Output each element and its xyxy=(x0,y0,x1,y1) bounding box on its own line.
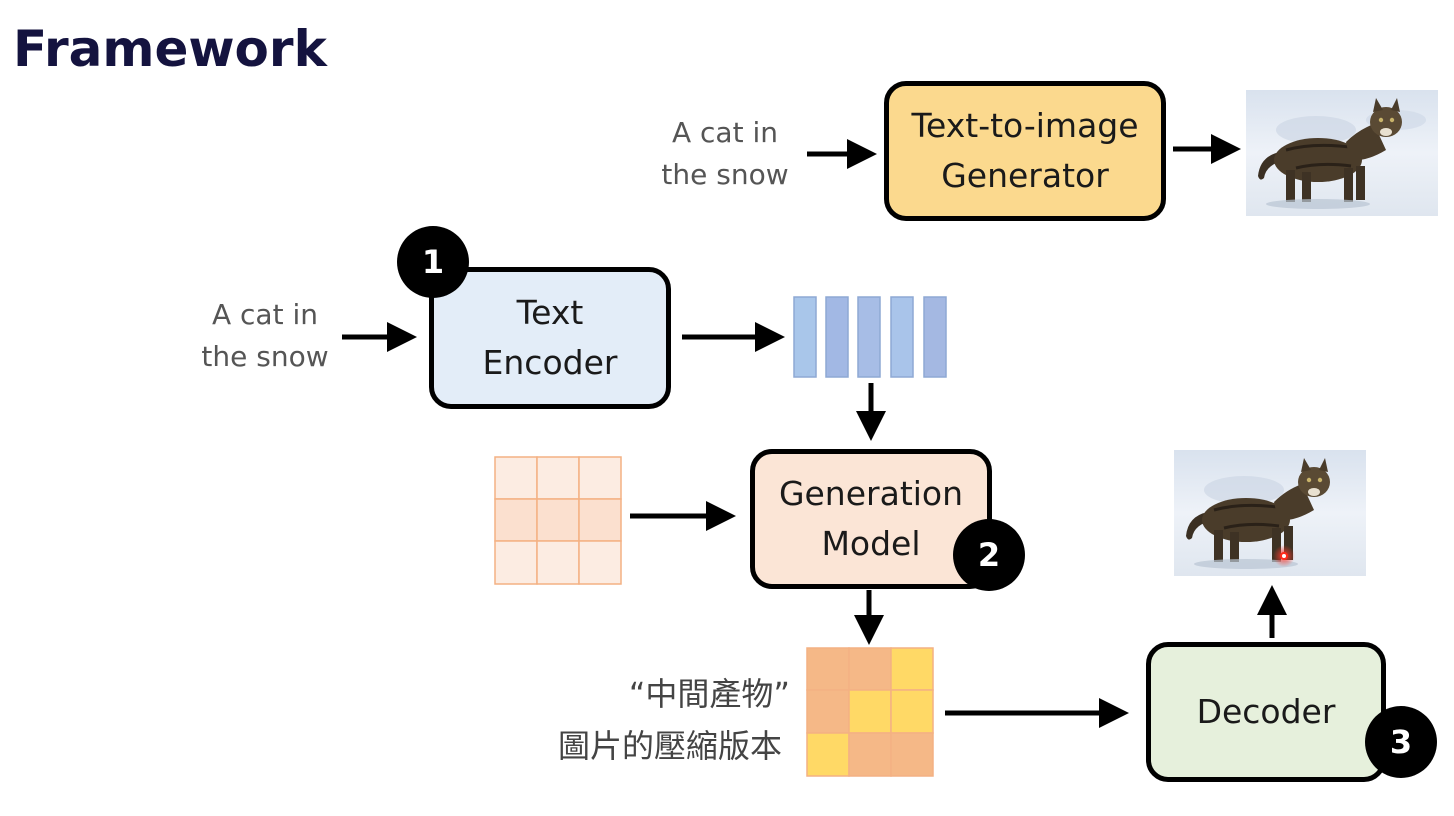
intermediate-label-line1: “中間產物” xyxy=(628,675,790,713)
decoded-cat-image xyxy=(1174,450,1366,576)
embedding-bar xyxy=(793,296,817,378)
step-1-badge: 1 xyxy=(397,226,469,298)
intermediate-label-line2: 圖片的壓縮版本 xyxy=(557,727,782,765)
generated-cat-image-top xyxy=(1246,90,1438,216)
generation-model-box: Generation Model xyxy=(750,449,992,589)
text-embedding-vectors xyxy=(793,296,947,378)
step1-input-text: A cat in the snow xyxy=(201,298,329,373)
text-encoder-box: Text Encoder xyxy=(429,267,671,409)
step-3-badge: 3 xyxy=(1365,706,1437,778)
embedding-bar xyxy=(890,296,914,378)
page-title: Framework xyxy=(13,20,327,78)
embedding-bar xyxy=(825,296,849,378)
top-input-text: A cat in the snow xyxy=(661,116,789,191)
latent-grid xyxy=(806,647,934,777)
noise-grid xyxy=(494,456,622,585)
decoder-box: Decoder xyxy=(1146,642,1386,782)
text-to-image-generator-box: Text-to-image Generator xyxy=(884,81,1166,221)
embedding-bar xyxy=(857,296,881,378)
embedding-bar xyxy=(923,296,947,378)
step-2-badge: 2 xyxy=(953,519,1025,591)
